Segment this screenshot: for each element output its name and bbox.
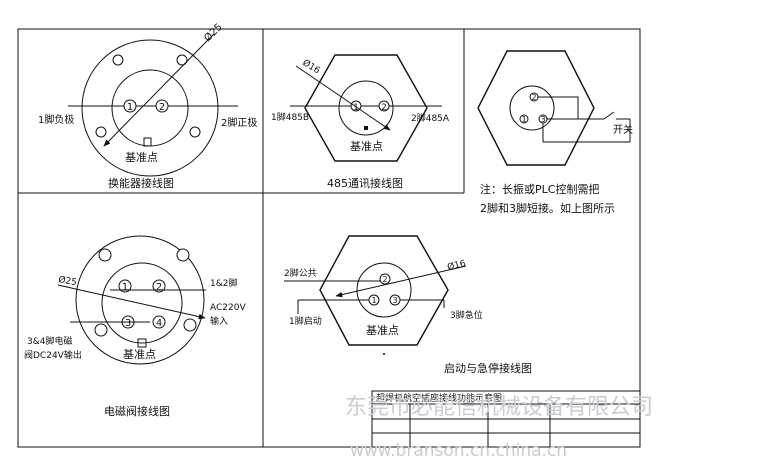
pin-2 [379,273,391,285]
pin1-function-label: 1脚485B [271,112,309,123]
pin-1-number: 1 [353,103,359,113]
pin1-function-label: 1脚负极 [38,113,74,126]
pins12-label: 1&2脚 [210,278,237,289]
pin-3-number: 3 [392,296,397,305]
pins34-label-line1: 3&4脚电磁 [27,335,72,347]
pin-1 [519,114,529,124]
pin-2 [152,279,166,293]
pin1-function-label: 1脚启动 [289,315,322,327]
mount-hole [112,54,124,66]
pin-2 [155,99,169,113]
diameter-label: Ø25 [202,21,225,44]
watermark-url: www.branson.cn.china.cn [350,441,567,461]
jumper-wire [538,96,579,120]
datum-key [137,338,147,348]
mount-hole [183,318,197,332]
switch-label: 开关 [613,123,633,136]
note-line-1: 注：长振或PLC控制需把 [480,182,599,196]
note-line-2: 2脚和3脚短接。如上图所示 [480,201,615,215]
pin-4 [152,315,166,329]
transducer-socket [111,69,189,147]
diameter-dimension-line [295,65,391,131]
rs485-panel: 1 2 Ø16 1脚485B 2脚485A 基准点 485通讯接线图 [271,54,450,190]
datum-label: 基准点 [125,151,158,164]
mount-hole [95,126,107,138]
pin2-function-label: 2脚正极 [221,116,257,129]
solenoid-caption: 电磁阀接线图 [104,404,170,418]
datum-label: 基准点 [350,140,383,153]
mount-hole [176,54,188,66]
datum-key [143,137,152,147]
solenoid-socket [101,262,183,344]
start-stop-caption: 启动与急停接线图 [444,361,532,375]
rs485-socket [338,80,394,136]
pin-3-number: 3 [125,318,131,329]
switch-panel: 2 1 3 开关 注：长振或PLC控制需把 2脚和3脚短接。如上图所示 [477,50,633,215]
title-block: 超焊机航空插座接线功能示意图 [371,390,641,448]
pin-1-number: 1 [127,102,133,113]
switch-hex-body [477,50,595,166]
watermark: 东莞市必能信机械设备有限公司 www.branson.cn.china.cn [345,395,653,461]
ac-voltage-label: AC220V [210,303,246,313]
pin-2 [378,100,390,112]
diameter-label: Ø16 [300,57,322,76]
pin-3-number: 3 [540,115,545,124]
solenoid-flange [75,235,205,365]
pin-2-number: 2 [159,102,165,113]
title-block-title: 超焊机航空插座接线功能示意图 [376,392,502,404]
mount-hole [98,248,112,262]
diameter-dimension-line [335,265,467,298]
diameter-dimension-line [57,284,206,320]
pin2-function-label: 2脚公共 [284,268,317,279]
rs485-caption: 485通讯接线图 [327,176,403,190]
diameter-dimension-line [103,43,205,147]
pin-2-number: 2 [156,282,162,293]
rs485-hex-body [304,54,428,162]
sheet-frame [17,28,641,448]
switch-contact [603,111,615,120]
pin-1-number: 1 [122,282,128,293]
start-stop-panel: 2 1 3 Ø16 2脚公共 1脚启动 3脚急位 基准点 启动与急停接线图 [284,235,532,375]
pin-1-number: 1 [371,296,376,305]
transducer-panel: 1 2 Ø25 1脚负极 2脚正极 基准点 换能器接线图 [38,21,257,190]
datum-label: 基准点 [123,348,156,361]
mount-hole [94,323,108,337]
start-stop-socket [356,262,412,318]
pins34-label-line2: 阀DC24V输出 [24,349,82,361]
pin-1 [118,279,132,293]
datum-label: 基准点 [366,324,399,337]
pin-4-number: 4 [156,318,162,329]
datum-key [364,126,368,130]
switch-socket [509,85,555,131]
pin-2-number: 2 [531,93,536,102]
start-stop-hex-body [319,235,449,346]
mount-hole [189,126,201,138]
solenoid-panel: 1 2 3 4 Ø25 1&2脚 AC220V 输入 3&4脚电磁 阀DC24V… [24,235,246,418]
diameter-label: Ø25 [57,274,77,288]
pin-1 [123,99,137,113]
pin-1-number: 1 [521,115,526,124]
watermark-company: 东莞市必能信机械设备有限公司 [345,395,653,420]
diameter-label: Ø16 [446,258,467,273]
transducer-caption: 换能器接线图 [108,176,174,190]
input-label: 输入 [210,315,228,327]
pin-2-number: 2 [382,275,387,284]
mount-hole [176,248,190,262]
pin3-function-label: 3脚急位 [450,309,483,321]
pin-2-number: 2 [381,103,387,113]
transducer-flange [81,39,219,177]
pin2-function-label: 2脚485A [411,113,450,124]
